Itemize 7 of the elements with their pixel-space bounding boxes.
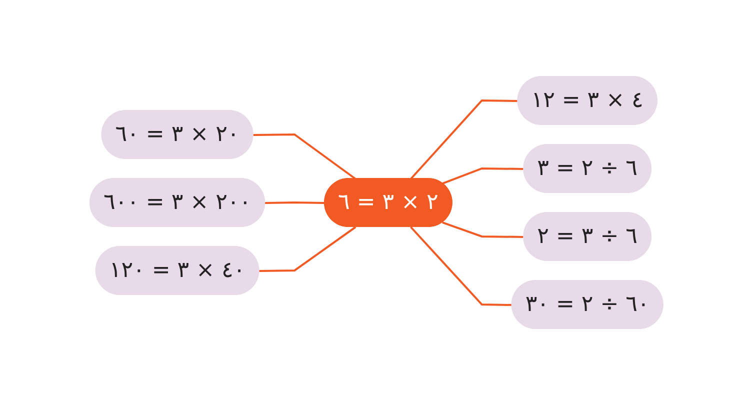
connector bbox=[410, 100, 518, 180]
connector bbox=[264, 202, 325, 204]
connector bbox=[442, 222, 524, 238]
connector bbox=[410, 226, 512, 306]
connector bbox=[442, 168, 524, 184]
connector bbox=[258, 226, 356, 272]
connector bbox=[252, 134, 356, 180]
